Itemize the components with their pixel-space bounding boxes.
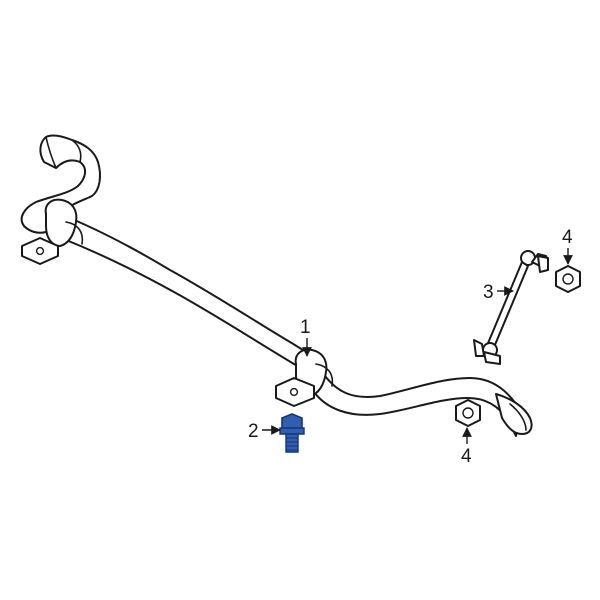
callout-3-label: 3 [483, 282, 494, 303]
nut-upper[interactable] [555, 265, 581, 293]
bolt-highlighted[interactable] [279, 413, 305, 453]
callout-4-bottom-label: 4 [461, 446, 472, 467]
callout-4-top: 4 [562, 227, 573, 265]
callout-1: 1 [300, 317, 312, 357]
callout-2-label: 2 [248, 421, 259, 442]
callout-3: 3 [483, 282, 514, 303]
callout-4-bottom: 4 [461, 427, 472, 467]
callout-4-top-label: 4 [562, 227, 573, 248]
callout-1-label: 1 [300, 317, 311, 338]
callout-2: 2 [248, 421, 281, 442]
nut-lower[interactable] [455, 399, 481, 427]
stabilizer-link[interactable] [473, 250, 549, 365]
stabilizer-bar[interactable] [20, 134, 533, 437]
